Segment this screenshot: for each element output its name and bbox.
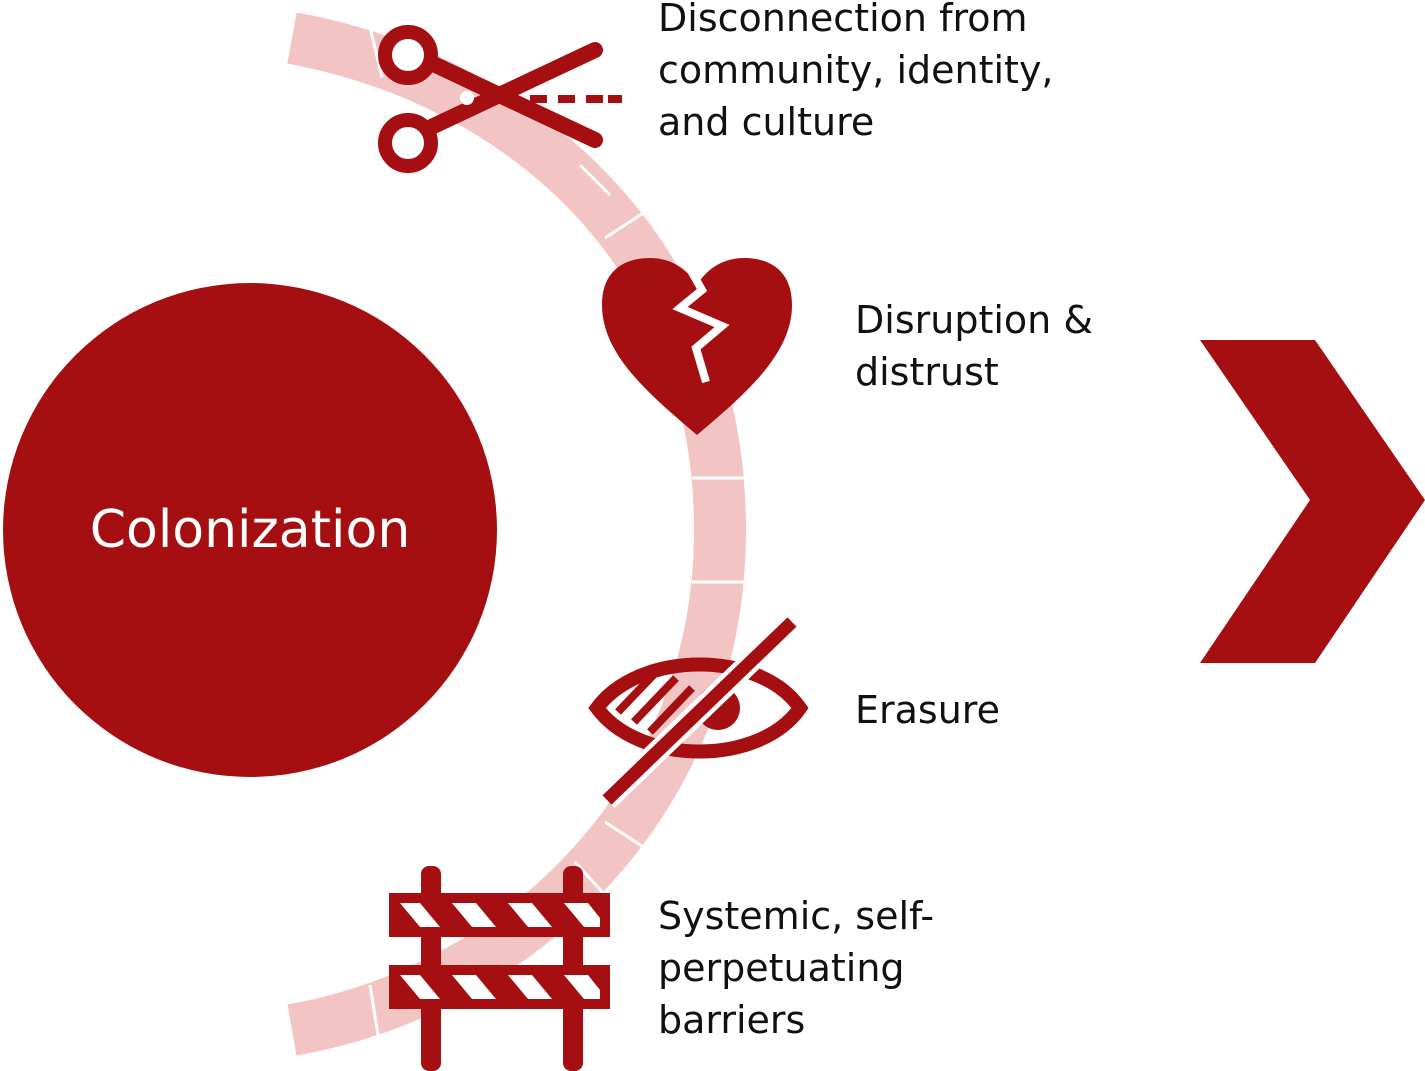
- disruption-label: Disruption & distrust: [855, 298, 1093, 394]
- chevron-right-icon: [1200, 340, 1425, 663]
- broken-heart-icon: [602, 258, 792, 435]
- barrier-icon: [389, 866, 610, 1071]
- colonization-circle: [3, 283, 497, 777]
- barriers-label: Systemic, self-perpetuating barriers: [658, 894, 935, 1042]
- erasure-label: Erasure: [855, 688, 1000, 732]
- scissors-icon: [378, 25, 622, 173]
- eye-slash-icon: [588, 614, 809, 808]
- disconnection-label: Disconnection from community, identity, …: [658, 0, 1054, 144]
- colonization-label: Colonization: [89, 500, 411, 560]
- arc-path: [287, 12, 747, 1056]
